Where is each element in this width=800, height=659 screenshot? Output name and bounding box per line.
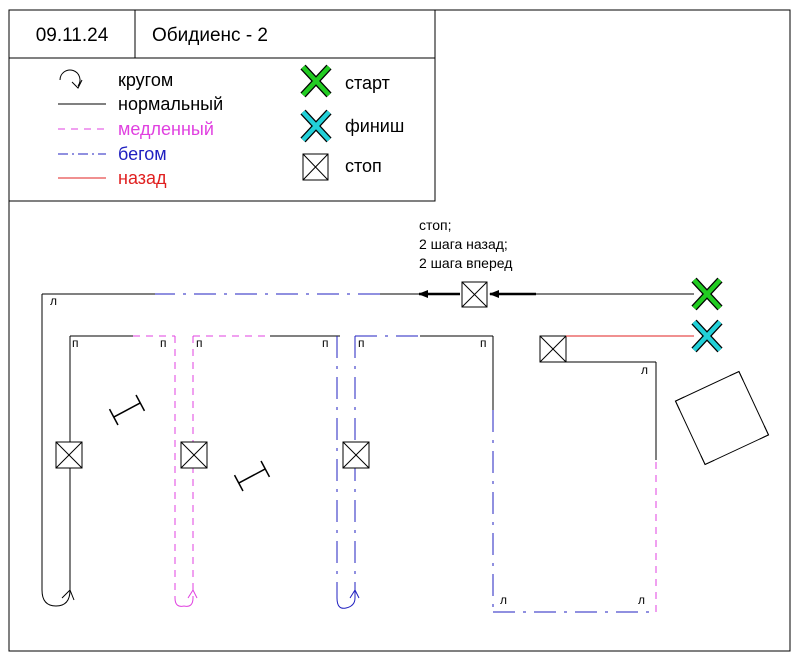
turn-mark-right: п xyxy=(358,336,365,350)
legend-label-finish: финиш xyxy=(345,116,404,136)
turn-mark-right: п xyxy=(196,336,203,350)
finish-cross xyxy=(691,319,723,353)
legend-label-slow: медленный xyxy=(118,119,214,139)
stop-box-col3 xyxy=(342,441,370,469)
turn-mark-left: л xyxy=(638,593,645,607)
header-date: 09.11.24 xyxy=(36,25,109,46)
obstacle-h-2 xyxy=(233,460,271,492)
turn-mark-right: п xyxy=(322,336,329,350)
legend-label-normal: нормальный xyxy=(118,94,223,114)
legend-box xyxy=(8,9,436,202)
annotation-line-3: 2 шага вперед xyxy=(419,255,512,271)
turn-mark-right: п xyxy=(160,336,167,350)
stop-box-top xyxy=(461,281,488,308)
annotation-line-1: стоп; xyxy=(419,217,452,233)
turn-around-col1 xyxy=(41,589,75,607)
turn-mark-left: л xyxy=(641,363,648,377)
finish-cross-icon xyxy=(300,109,332,143)
turn-mark-left: л xyxy=(50,294,57,308)
turn-mark-right: п xyxy=(72,336,79,350)
stop-box-col1 xyxy=(55,441,83,469)
turn-around-icon xyxy=(59,69,83,89)
turn-around-col3 xyxy=(336,588,360,609)
annotation-line-2: 2 шага назад; xyxy=(419,236,508,252)
stop-box-col2 xyxy=(180,441,208,469)
obstacle-square xyxy=(674,370,770,466)
stop-box-back xyxy=(539,335,567,363)
header-title: Обидиенс - 2 xyxy=(152,25,268,46)
turn-mark-left: л xyxy=(500,593,507,607)
legend-label-stop: стоп xyxy=(345,156,382,176)
turn-around-col2 xyxy=(174,588,198,607)
start-cross xyxy=(691,277,723,311)
legend-label-around: кругом xyxy=(118,70,173,90)
legend-label-back: назад xyxy=(118,168,167,188)
start-cross-icon xyxy=(300,64,332,98)
turn-marks: л п п п п п п л л л xyxy=(50,294,648,607)
turn-mark-right: п xyxy=(480,336,487,350)
legend-label-run: бегом xyxy=(118,144,167,164)
obstacle-h-1 xyxy=(108,394,146,426)
stop-box-icon xyxy=(302,153,329,181)
legend-label-start: старт xyxy=(345,73,390,93)
